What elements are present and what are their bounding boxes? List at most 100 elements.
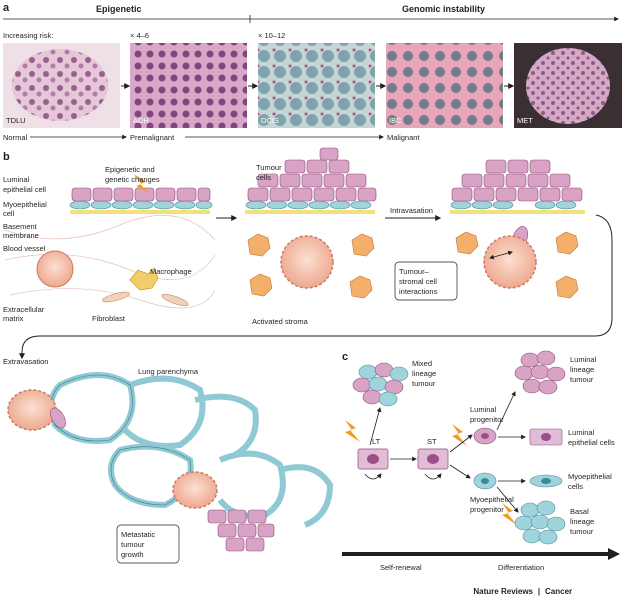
luminal-epithelial-cells-label-2: epithelial cells: [568, 438, 615, 447]
basement-membrane: [70, 210, 210, 214]
histology-adh: [130, 43, 247, 128]
metastatic-callout: [116, 524, 180, 564]
st-self-renewal-arrow: [424, 473, 442, 480]
basal-lineage-tumour: [514, 500, 566, 545]
myoepithelial-layer: [69, 200, 213, 210]
bar-arrowhead: [608, 548, 620, 560]
basal-label-3: tumour: [570, 527, 594, 536]
fibroblast-label: Fibroblast: [92, 314, 126, 323]
myoepithelial-cell-label-2: cell: [3, 209, 15, 218]
risk-dcis: × 10–12: [258, 31, 285, 40]
mixed-label-3: tumour: [412, 379, 436, 388]
st-nucleus: [427, 454, 439, 464]
activated-stroma-cells: [247, 233, 375, 299]
fibroblast: [102, 291, 130, 303]
basal-label-2: lineage: [570, 517, 594, 526]
luminal-layer: [71, 187, 211, 202]
lt-self-renewal-arrow: [364, 473, 382, 480]
metastatic-label-2: tumour: [121, 540, 145, 549]
intravasation-stage: [450, 159, 585, 299]
metastasis-vessel: [172, 471, 218, 509]
arrow-lt-mixed: [369, 407, 382, 446]
self-renewal-label: Self-renewal: [380, 563, 422, 572]
myoepithelial-cells-label-1: Myoepithelial: [568, 472, 612, 481]
stage-met: MET: [517, 116, 533, 125]
luminal-progenitor-label-2: progenitor: [470, 415, 504, 424]
fibroblast-2: [161, 293, 189, 307]
lung-vessel: [7, 389, 57, 431]
epigenetic-changes-label: Epigenetic and: [105, 165, 155, 174]
panel-b: b: [3, 147, 613, 564]
luminal-lineage-label-3: tumour: [570, 375, 594, 384]
premalignant-label: Premalignant: [130, 133, 175, 142]
tumour-cells: [247, 147, 377, 202]
interaction-arrow: [489, 250, 513, 260]
luminal-progenitor-label-1: Luminal: [470, 405, 497, 414]
tumour-vessel: [280, 235, 334, 289]
basal-label-1: Basal: [570, 507, 589, 516]
panel-b-letter: b: [3, 151, 10, 163]
histology-tdlu-lobule: [12, 49, 108, 121]
normal-label: Normal: [3, 133, 28, 142]
extracellular-matrix-label: Extracellular: [3, 305, 45, 314]
tumour-stage: [245, 147, 377, 299]
lightning-icon: [134, 174, 150, 194]
lightning-luminal-icon: [452, 424, 467, 446]
macrophage: [129, 267, 159, 291]
activated-stroma-label: Activated stroma: [252, 317, 309, 326]
intravasation-vessel: [483, 235, 537, 289]
luminal-lineage-tumour: [514, 350, 566, 395]
luminal-epithelial-cells-label-1: Luminal: [568, 428, 595, 437]
genomic-instability-header: Genomic instability: [402, 4, 485, 14]
arrow-st-luminal-progenitor: [449, 434, 473, 453]
stage-adh: ADH: [133, 116, 149, 125]
blood-vessel: [36, 250, 74, 288]
invading-tumour: [451, 159, 583, 250]
histology-dcis: [258, 43, 375, 128]
normal-duct: [4, 174, 216, 309]
epigenetic-header: Epigenetic: [96, 4, 142, 14]
mixed-lineage-tumour: [352, 362, 409, 407]
mixed-label-2: lineage: [412, 369, 436, 378]
histology-met-nodule: [526, 48, 610, 124]
interactions-label-2: stromal cell: [399, 277, 437, 286]
extracellular-matrix-label-2: matrix: [3, 314, 24, 323]
tumour-cells-label-2: cells: [256, 173, 271, 182]
self-renewal-differentiation-bar: [342, 552, 612, 556]
luminal-lineage-label-1: Luminal: [570, 355, 597, 364]
footer-section: Cancer: [545, 587, 572, 596]
interactions-callout: [394, 261, 458, 301]
lung-parenchyma-label: Lung parenchyma: [138, 367, 199, 376]
lightning-basal-icon: [502, 503, 517, 525]
interactions-label-1: Tumour–: [399, 267, 430, 276]
panel-c: c Mixed lineage tumour LT ST Luminal pro: [342, 350, 620, 572]
luminal-epithelial-cell-label-2: epithelial cell: [3, 185, 46, 194]
luminal-epithelial-cell-label: Luminal: [3, 175, 30, 184]
stage-tdlu: TDLU: [6, 116, 26, 125]
stroma-fibres: [4, 215, 216, 309]
lt-nucleus: [367, 454, 379, 464]
malignant-label: Malignant: [387, 133, 420, 142]
lt-label: LT: [372, 437, 381, 446]
metastatic-nodule: [207, 509, 275, 552]
histology-ibc: [386, 43, 503, 128]
myoepithelial-cells-label-2: cells: [568, 482, 583, 491]
myoepithelial-cell-label: Myoepithelial: [3, 200, 47, 209]
arrow-to-luminal-tumour: [496, 391, 516, 431]
luminal-lineage-label-2: lineage: [570, 365, 594, 374]
differentiation-label: Differentiation: [498, 563, 544, 572]
stage-ibc: IBC: [389, 116, 402, 125]
basement-membrane-label-2: membrane: [3, 231, 39, 240]
epigenetic-changes-label-2: genetic changes: [105, 175, 160, 184]
metastatic-label-1: Metastatic: [121, 530, 155, 539]
stage-dcis: DCIS: [261, 116, 279, 125]
myoepithelial-progenitor-label-1: Myoepithelial: [470, 495, 514, 504]
macrophage-label: Macrophage: [150, 267, 192, 276]
extravasating-cell: [50, 407, 66, 429]
footer-journal: Nature Reviews: [473, 587, 533, 596]
risk-adh: × 4–6: [130, 31, 149, 40]
mixed-label-1: Mixed: [412, 359, 432, 368]
tumour-cells-label: Tumour: [256, 163, 282, 172]
arrow-st-myoepithelial-progenitor: [449, 464, 471, 479]
